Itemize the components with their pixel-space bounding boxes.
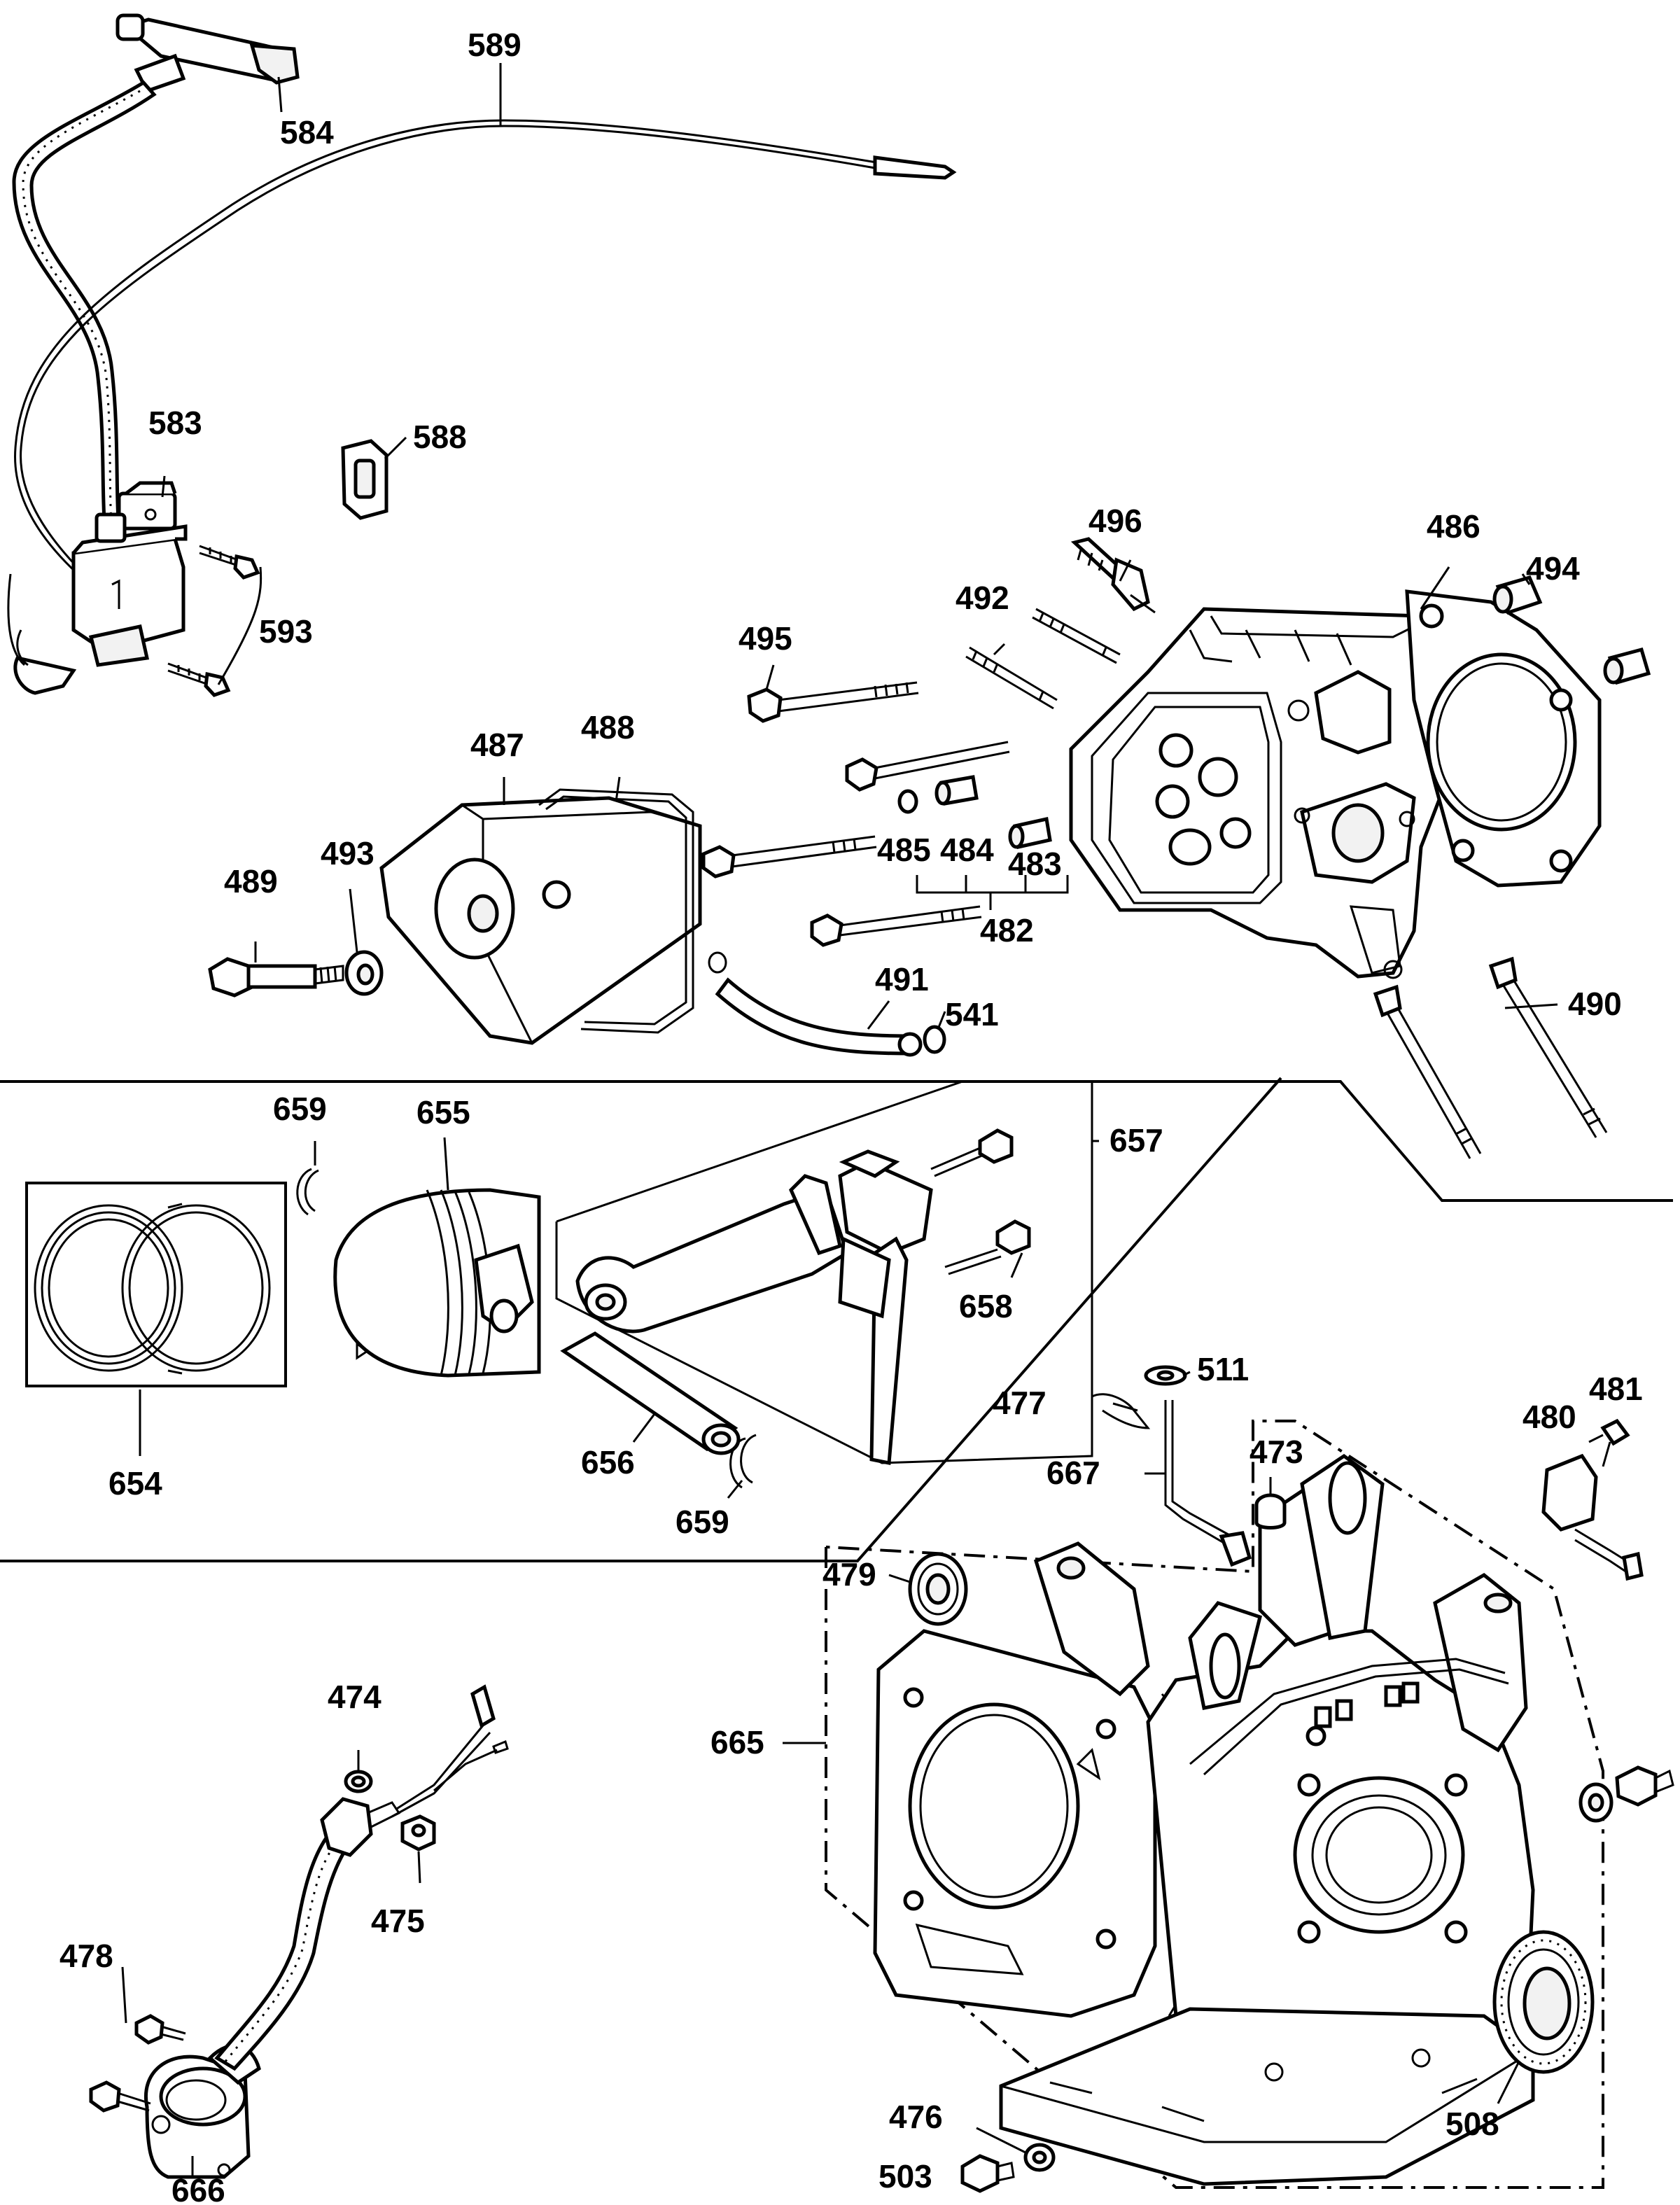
callout-667: 667 [1046, 1455, 1100, 1491]
bolt-489 [208, 957, 344, 997]
studs-492 [965, 608, 1121, 710]
callout-584: 584 [280, 114, 334, 150]
callout-490: 490 [1568, 986, 1622, 1022]
head-bolts [701, 741, 1010, 947]
callout-658: 658 [959, 1288, 1013, 1324]
washer-474-nut-475 [344, 1770, 436, 1851]
callout-494: 494 [1526, 550, 1580, 587]
spacer-588 [341, 439, 388, 520]
spacer-473 [1254, 1493, 1287, 1530]
callout-666: 666 [172, 2172, 225, 2205]
head-gasket-486 [1405, 589, 1602, 888]
callout-477: 477 [993, 1385, 1046, 1421]
ignition-wire-584-589 [7, 13, 957, 695]
callout-541: 541 [945, 996, 999, 1032]
callout-589: 589 [468, 27, 522, 63]
bearing-479 [908, 1552, 968, 1626]
callout-655: 655 [416, 1094, 470, 1130]
bolt-495 [747, 681, 919, 723]
callout-482: 482 [980, 912, 1034, 948]
callout-593: 593 [259, 613, 313, 650]
callout-487: 487 [470, 727, 524, 763]
callout-659-bottom: 659 [676, 1504, 729, 1540]
callout-656: 656 [581, 1444, 635, 1480]
callout-484: 484 [940, 832, 994, 868]
callout-508: 508 [1446, 2106, 1499, 2142]
callout-583: 583 [148, 405, 202, 441]
leader-lines [121, 63, 1604, 2177]
callout-659-top: 659 [273, 1091, 327, 1127]
bolt-503-washer-476 [960, 2143, 1056, 2193]
callout-479: 479 [822, 1556, 876, 1592]
callout-503: 503 [878, 2158, 932, 2194]
governor-arm-667-477-511 [1091, 1365, 1252, 1567]
studs-490 [1373, 956, 1608, 1159]
callout-488: 488 [581, 709, 635, 746]
sensor-480-481 [1541, 1418, 1644, 1581]
callout-485: 485 [877, 832, 931, 868]
breather-tube-491-541 [708, 951, 946, 1057]
dowel-pins-494 [1492, 575, 1651, 685]
callout-493: 493 [321, 835, 374, 872]
cylinder-head [1069, 607, 1469, 979]
callout-480: 480 [1522, 1399, 1576, 1435]
valve-cover-487 [379, 796, 702, 1045]
callout-476: 476 [889, 2099, 943, 2135]
callout-665: 665 [710, 1724, 764, 1760]
oil-switch-666 [89, 1684, 509, 2179]
callout-475: 475 [371, 1903, 425, 1939]
callout-483: 483 [1008, 846, 1062, 882]
callout-657: 657 [1110, 1122, 1163, 1158]
spark-plug-496 [1070, 537, 1156, 614]
piston-655 [333, 1188, 541, 1378]
callout-491: 491 [875, 961, 929, 997]
valve-parts-482 [897, 775, 1069, 910]
callout-473: 473 [1250, 1434, 1303, 1470]
callout-labels: 584 589 583 588 593 496 486 494 492 495 … [59, 27, 1643, 2205]
callout-654: 654 [108, 1465, 162, 1502]
callout-489: 489 [224, 863, 278, 899]
coil-bolts-593 [167, 545, 262, 697]
callout-481: 481 [1589, 1371, 1643, 1407]
callout-588: 588 [413, 419, 467, 455]
piston-rings-654 [25, 1182, 287, 1387]
section-dividers [0, 1077, 1673, 1562]
washer-493 [344, 950, 384, 996]
callout-474: 474 [328, 1679, 382, 1715]
connecting-rod-657 [555, 1080, 1093, 1465]
callout-486: 486 [1427, 508, 1480, 545]
piston-pin-clips-659 [296, 1168, 757, 1489]
callout-496: 496 [1088, 503, 1142, 539]
crankcase-665 [825, 1420, 1604, 2189]
callout-478: 478 [59, 1938, 113, 1974]
ignition-coil-583 [71, 481, 188, 667]
callout-495: 495 [738, 620, 792, 657]
gasket-488 [538, 788, 694, 1034]
oil-seal-508 [1492, 1930, 1595, 2074]
piston-pin-656 [560, 1331, 741, 1455]
drain-bolt-washer [1578, 1765, 1674, 1823]
callout-492: 492 [955, 580, 1009, 616]
callout-511: 511 [1197, 1351, 1249, 1387]
rod-bolts-658 [930, 1128, 1031, 1275]
